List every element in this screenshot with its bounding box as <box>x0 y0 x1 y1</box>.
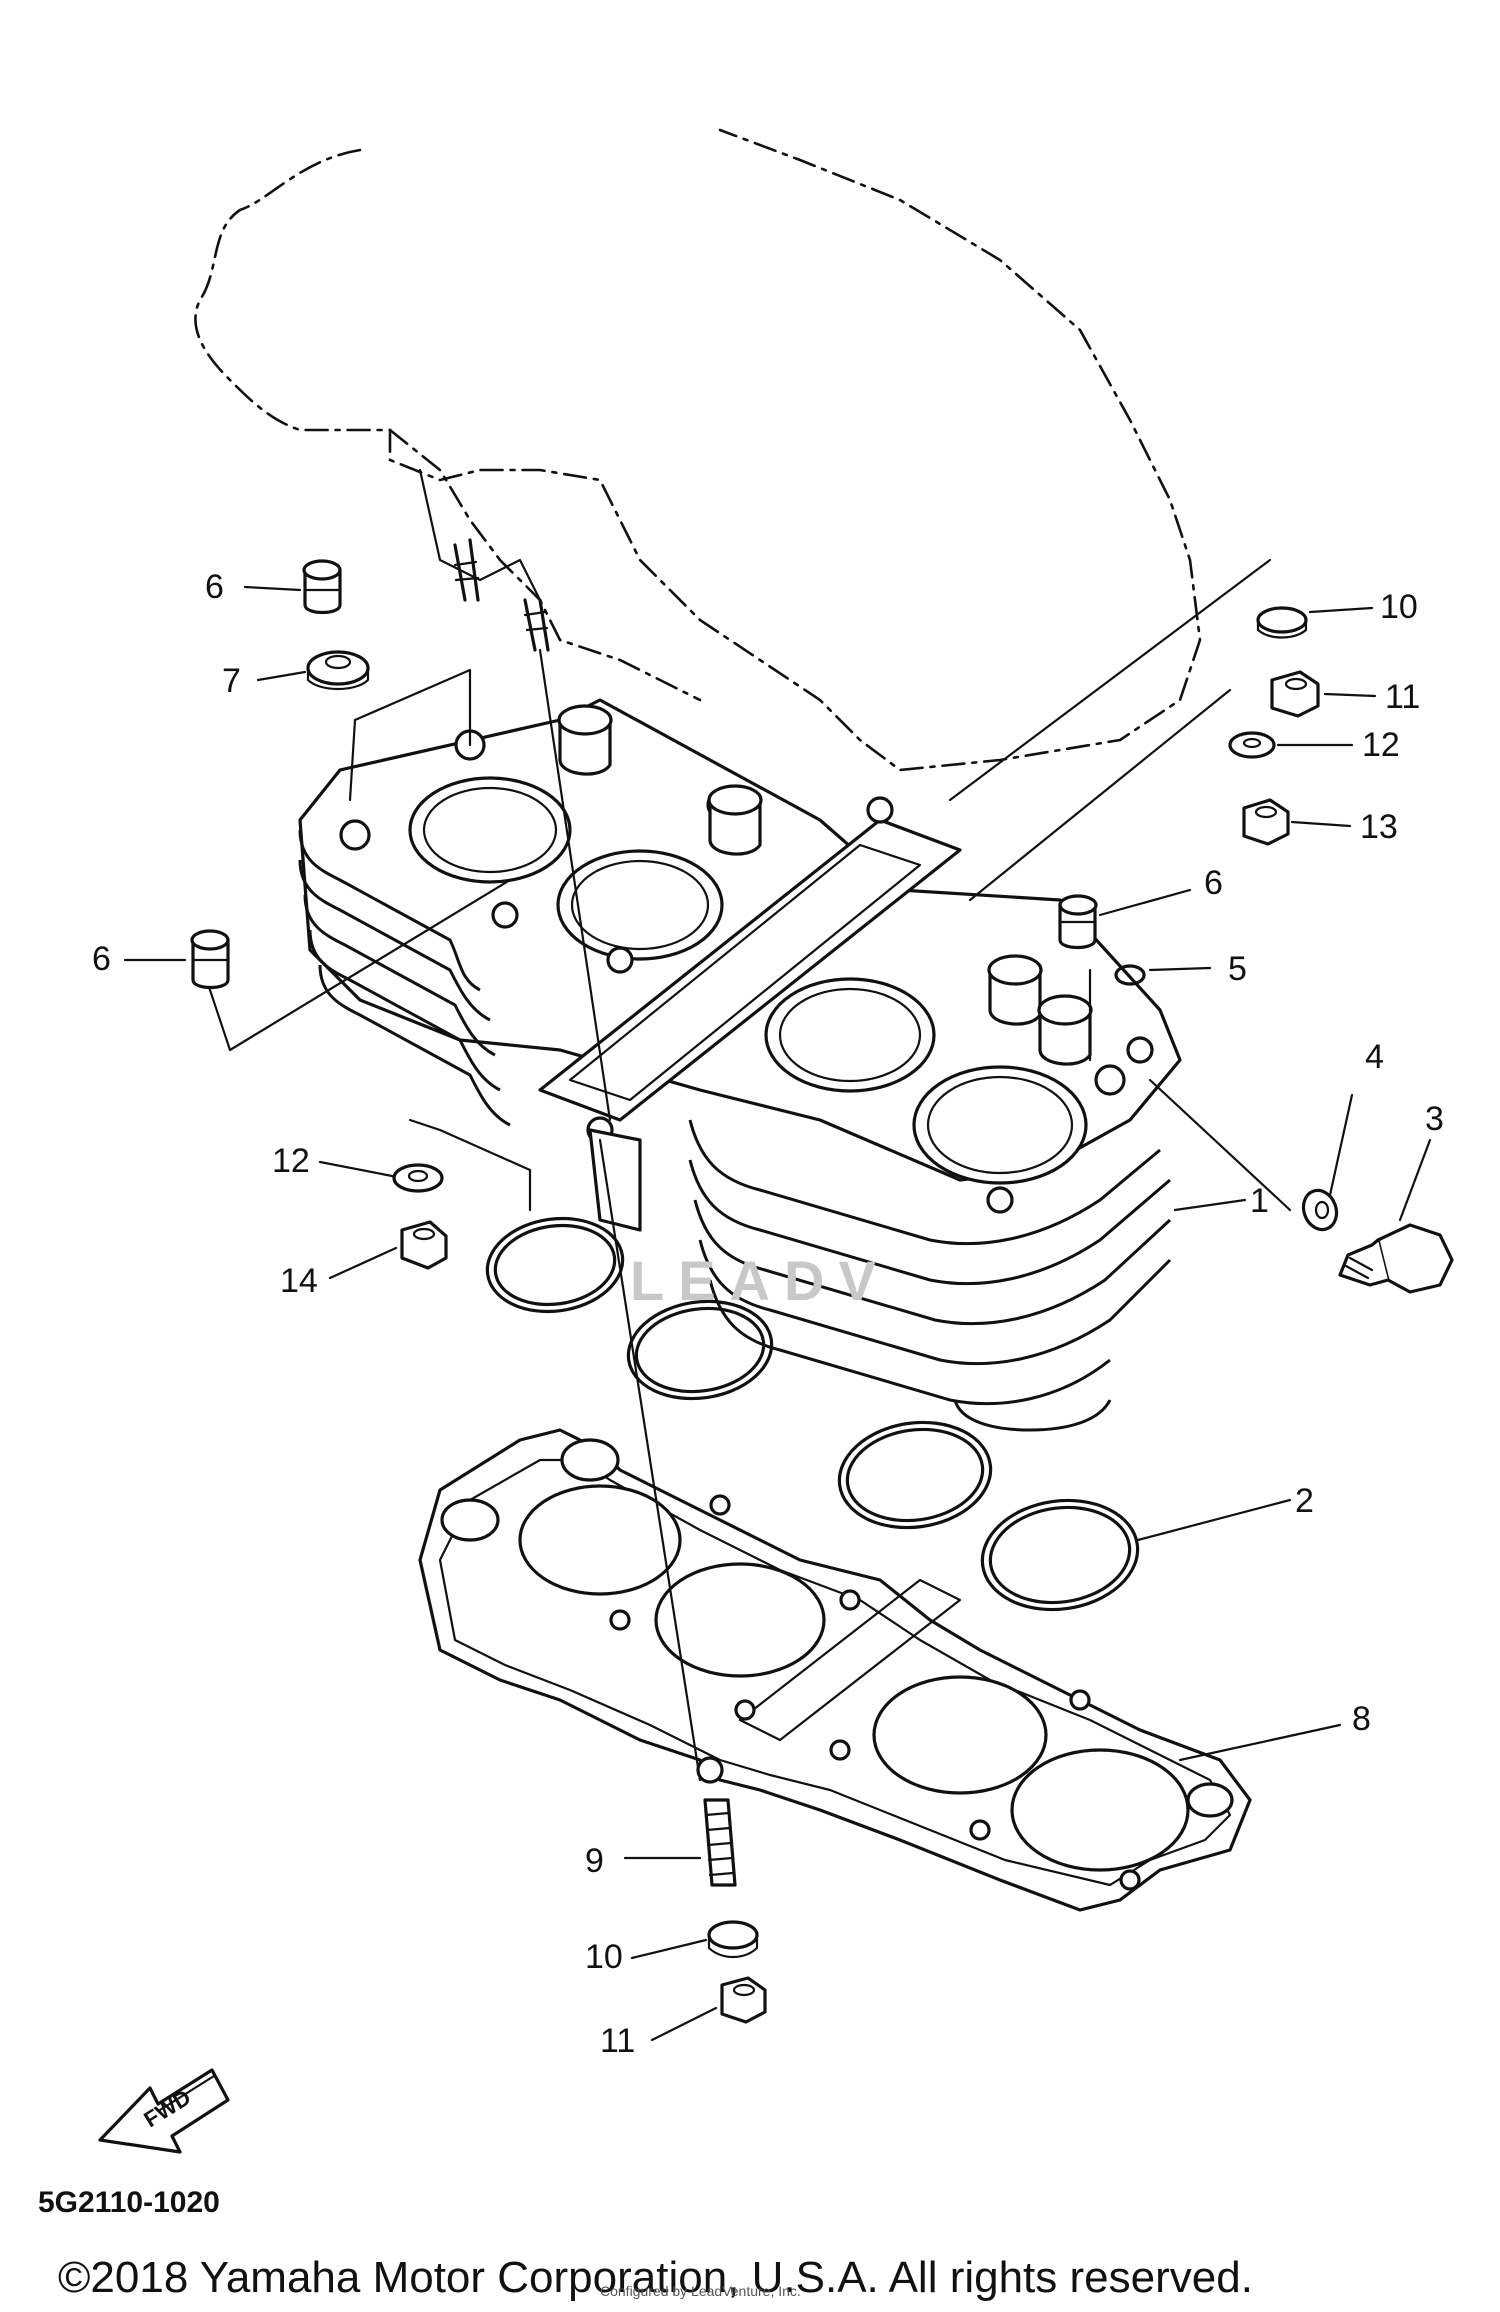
crankcase-outline <box>194 128 1202 772</box>
callout-2: 2 <box>1295 1482 1314 1520</box>
callout-7: 7 <box>222 662 241 700</box>
cylinder-block <box>298 698 1182 1432</box>
cylinder-bores <box>408 776 1088 1185</box>
base-gasket <box>418 1428 1252 1912</box>
small-o-ring <box>1114 964 1146 986</box>
callout-6-right: 6 <box>1204 864 1223 902</box>
stud-bolt <box>703 1798 737 1887</box>
callout-11-bottom: 11 <box>600 2022 635 2060</box>
forward-arrow-icon: FWD <box>98 2068 230 2154</box>
assembly-lines <box>203 558 1292 1782</box>
crankcase-studs <box>453 538 550 652</box>
nut-left <box>400 1220 448 1270</box>
drain-bolt <box>1338 1223 1454 1294</box>
nut-right <box>1242 798 1290 846</box>
callout-11-top: 11 <box>1385 678 1420 716</box>
washer-right <box>1228 731 1276 759</box>
washer-left <box>392 1163 444 1193</box>
small-parts <box>190 559 1454 2024</box>
collar <box>306 650 370 690</box>
callout-1: 1 <box>1250 1182 1269 1220</box>
callout-5: 5 <box>1228 950 1247 988</box>
callout-10-bottom: 10 <box>585 1938 623 1976</box>
top-bosses <box>557 704 1093 1066</box>
callout-10-top: 10 <box>1380 588 1418 626</box>
dowel-pin-right <box>1058 894 1098 950</box>
callout-8: 8 <box>1352 1700 1371 1738</box>
callout-6-left: 6 <box>92 940 111 978</box>
diagram-code: 5G2110-1020 <box>38 2186 220 2219</box>
callout-labels: 1 2 3 4 5 6 6 6 7 8 9 10 10 11 11 12 12 … <box>92 568 1444 2060</box>
cylinder-fins <box>298 829 1172 1432</box>
callout-3: 3 <box>1425 1100 1444 1138</box>
callout-12-left: 12 <box>272 1142 310 1180</box>
dowel-pin-left <box>190 929 230 990</box>
callout-9: 9 <box>585 1842 604 1880</box>
callout-12-right: 12 <box>1362 726 1400 764</box>
copyright-text: ©2018 Yamaha Motor Corporation, U.S.A. A… <box>58 2253 1253 2302</box>
o-rings <box>485 1216 1140 1612</box>
nut-top <box>1270 670 1320 718</box>
drain-washer <box>1301 1188 1339 1232</box>
leader-lines <box>123 585 1432 2042</box>
callout-4: 4 <box>1365 1038 1384 1076</box>
small-notice: Configured by LeadVenture, Inc. <box>600 2283 801 2299</box>
callout-6-top-left: 6 <box>205 568 224 606</box>
washer-bottom <box>707 1920 759 1959</box>
callout-13: 13 <box>1360 808 1398 846</box>
callout-14: 14 <box>280 1262 318 1300</box>
dowel-pin-top-left <box>302 559 342 615</box>
nut-bottom <box>720 1976 767 2024</box>
gasket-bolt-holes <box>609 1494 1141 1891</box>
washer-top <box>1256 606 1308 639</box>
watermark-text: LEADV <box>630 1249 890 1312</box>
